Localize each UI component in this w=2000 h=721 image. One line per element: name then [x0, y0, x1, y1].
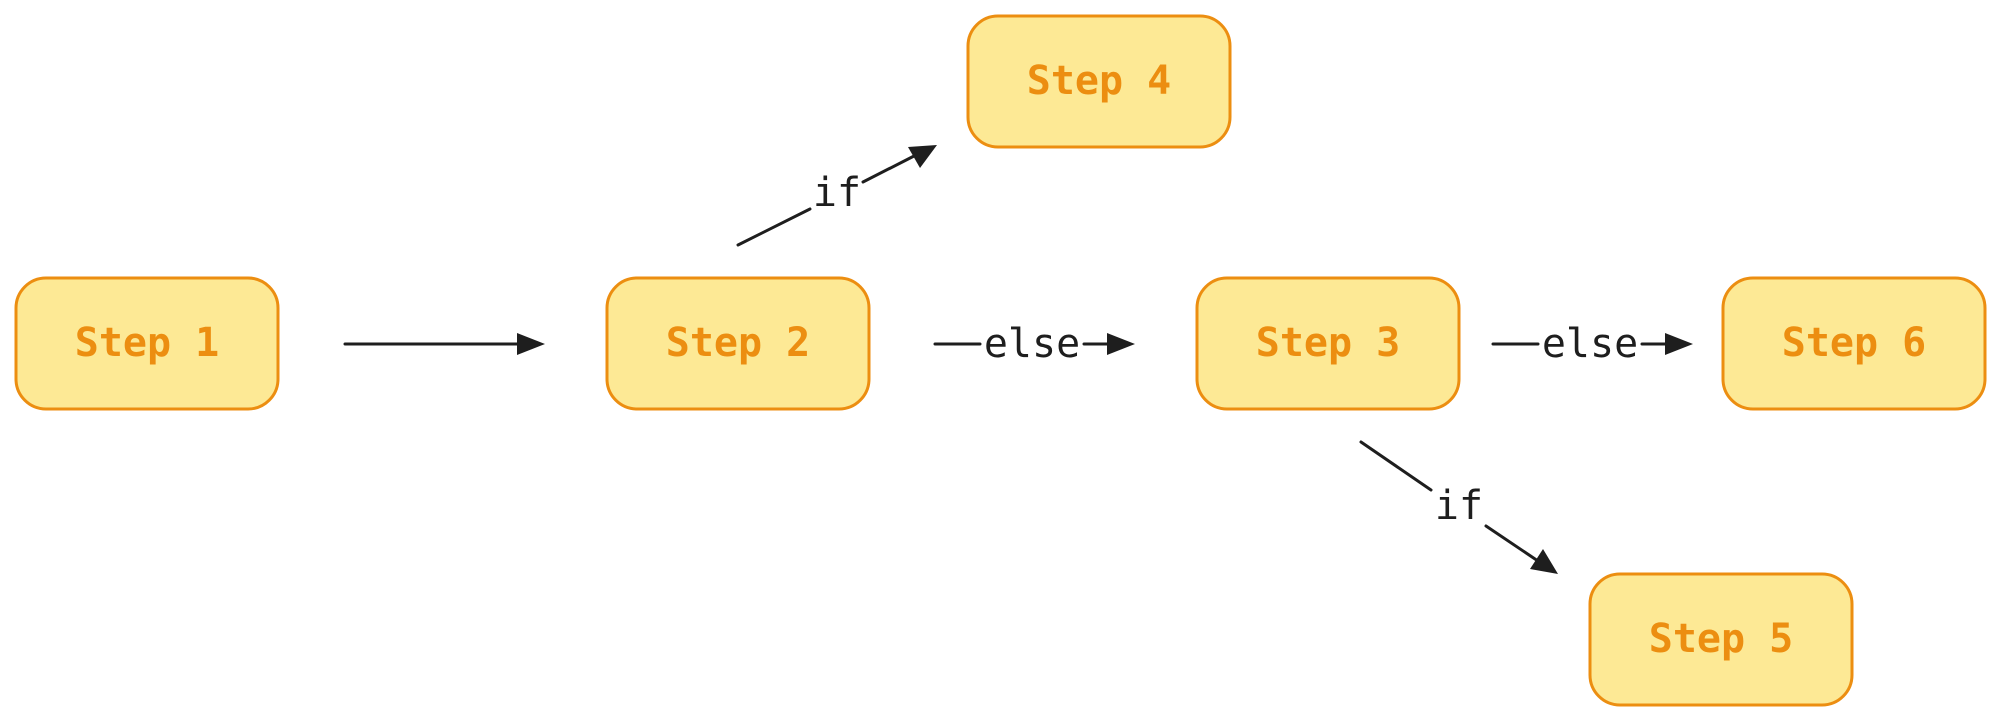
edge-label-else: else	[1542, 321, 1638, 367]
arrowhead-icon	[1107, 333, 1135, 355]
node-step-5[interactable]: Step 5	[1588, 572, 1854, 707]
node-step-3[interactable]: Step 3	[1195, 276, 1461, 411]
node-label: Step 2	[666, 320, 811, 366]
node-step-6[interactable]: Step 6	[1721, 276, 1987, 411]
edge-label-if: if	[1435, 483, 1483, 529]
node-step-1[interactable]: Step 1	[14, 276, 280, 411]
arrowhead-icon	[908, 145, 937, 168]
edge-step1-to-step2	[343, 333, 545, 355]
node-label: Step 3	[1256, 320, 1401, 366]
node-label: Step 4	[1027, 58, 1172, 104]
node-step-2[interactable]: Step 2	[605, 276, 871, 411]
edge-label-else: else	[984, 321, 1080, 367]
edge-step3-to-step5: if	[1359, 440, 1558, 574]
arrowhead-icon	[1665, 333, 1693, 355]
edge-step2-to-step4: if	[736, 145, 937, 247]
arrowhead-icon	[1530, 549, 1558, 574]
edge-step2-to-step3: else	[933, 321, 1135, 367]
node-step-4[interactable]: Step 4	[966, 14, 1232, 149]
edge-label-if: if	[813, 170, 861, 216]
node-label: Step 5	[1649, 616, 1794, 662]
node-label: Step 6	[1782, 320, 1927, 366]
arrowhead-icon	[517, 333, 545, 355]
edge-step3-to-step6: else	[1491, 321, 1693, 367]
node-label: Step 1	[75, 320, 220, 366]
